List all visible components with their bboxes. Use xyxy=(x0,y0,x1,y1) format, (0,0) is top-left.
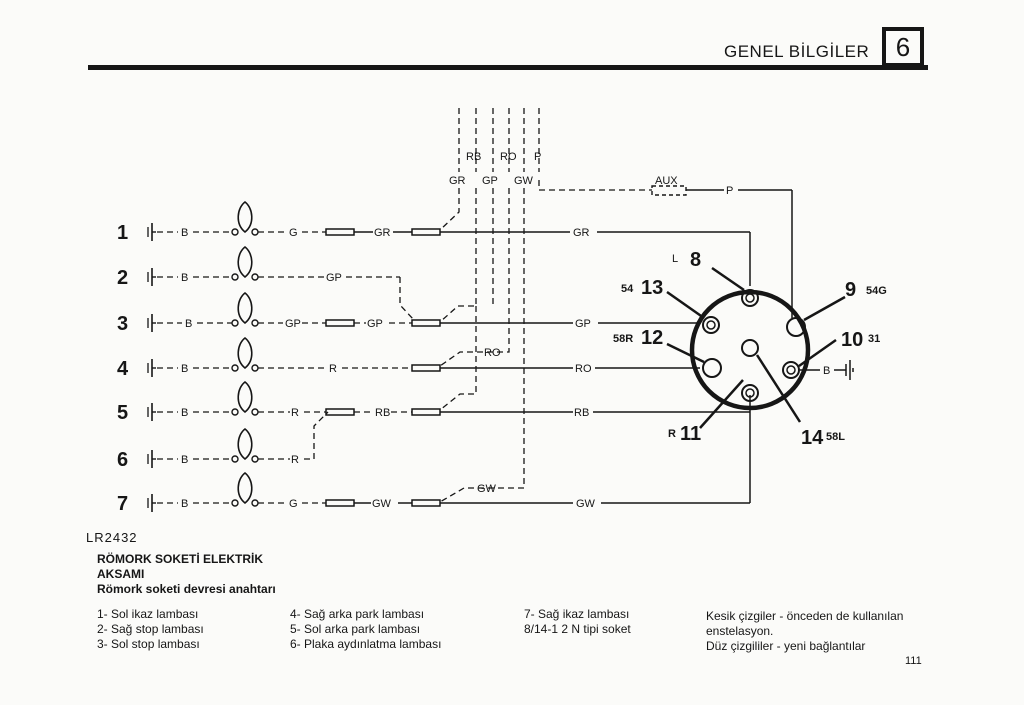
line-style-note: enstelasyon. xyxy=(706,624,774,638)
wire-label: GW xyxy=(576,498,596,510)
wire-label: GP xyxy=(367,318,383,330)
wire-label: GP xyxy=(326,272,342,284)
pin-code: 54 xyxy=(621,283,634,295)
pin-number: 12 xyxy=(641,327,663,349)
header-rule xyxy=(88,65,928,70)
legend-item: 8/14-1 2 N tipi soket xyxy=(524,622,631,636)
wire-label: RO xyxy=(575,363,592,375)
section-title: GENEL BİLGİLER xyxy=(724,42,870,61)
lamp-number-4: 4 xyxy=(117,358,129,380)
caption-subtitle: Römork soketi devresi anahtarı xyxy=(97,582,276,596)
wire-label: R xyxy=(329,363,337,375)
lamp-number-1: 1 xyxy=(117,222,128,244)
pin-code: 31 xyxy=(868,333,880,345)
lamps xyxy=(231,201,259,507)
pin-number: 13 xyxy=(641,277,663,299)
caption-title-line2: AKSAMI xyxy=(97,567,145,581)
chapter-number-box: 6 xyxy=(882,27,924,67)
legend-item: 3- Sol stop lambası xyxy=(97,637,200,651)
wire-label: RO xyxy=(500,151,517,163)
wire-label: P xyxy=(534,151,541,163)
ground-label: B xyxy=(181,407,188,419)
ground-label: B xyxy=(181,454,188,466)
new-wiring xyxy=(354,189,854,504)
pin-code: R xyxy=(668,428,676,440)
trailer-socket xyxy=(666,266,846,429)
ground-label: B xyxy=(181,227,188,239)
wire-label: GW xyxy=(514,175,534,187)
wire-label: GR xyxy=(374,227,391,239)
wire-label: RB xyxy=(466,151,481,163)
wire-label: B xyxy=(823,365,830,377)
lamp-number-6: 6 xyxy=(117,449,128,471)
line-style-note: Kesik çizgiler - önceden de kullanılan xyxy=(706,609,904,623)
lamp-number-3: 3 xyxy=(117,313,128,335)
wire-label: GR xyxy=(573,227,590,239)
pin-code: 58R xyxy=(613,333,633,345)
line-style-note: Düz çizgililer - yeni bağlantılar xyxy=(706,639,866,653)
wire-label: GP xyxy=(482,175,498,187)
ground-label: B xyxy=(181,272,188,284)
wire-label-aux: AUX xyxy=(655,175,678,187)
caption-title-line1: RÖMORK SOKETİ ELEKTRİK xyxy=(97,552,264,566)
wire-label: RB xyxy=(574,407,589,419)
ground-symbols xyxy=(147,222,157,513)
pin-code: 54G xyxy=(866,285,887,297)
ground-label: B xyxy=(185,318,192,330)
existing-wiring xyxy=(258,108,652,504)
wire-label: R xyxy=(291,407,299,419)
lamp-number-2: 2 xyxy=(117,267,128,289)
wire-label: GR xyxy=(449,175,466,187)
legend-item: 7- Sağ ikaz lambası xyxy=(524,607,630,621)
pin-number: 14 xyxy=(801,427,824,449)
wire-label: P xyxy=(726,185,733,197)
lamp-number-5: 5 xyxy=(117,402,128,424)
page-number: 111 xyxy=(905,655,922,667)
ground-label: B xyxy=(181,363,188,375)
wire-label: R xyxy=(291,454,299,466)
fuses xyxy=(325,185,687,507)
wire-label: GW xyxy=(477,483,497,495)
legend-item: 1- Sol ikaz lambası xyxy=(97,607,199,621)
legend-item: 6- Plaka aydınlatma lambası xyxy=(290,637,442,651)
wire-label: GP xyxy=(285,318,301,330)
wire-label: GW xyxy=(372,498,392,510)
wire-label: G xyxy=(289,498,298,510)
pin-number: 9 xyxy=(845,279,856,301)
figure-id: LR2432 xyxy=(86,530,138,545)
legend-item: 2- Sağ stop lambası xyxy=(97,622,204,636)
legend-item: 5- Sol arka park lambası xyxy=(290,622,421,636)
wire-label: G xyxy=(289,227,298,239)
pin-number: 11 xyxy=(680,423,701,445)
wire-label: GP xyxy=(575,318,591,330)
pin-number: 10 xyxy=(841,329,863,351)
lamp-number-7: 7 xyxy=(117,493,128,515)
legend-item: 4- Sağ arka park lambası xyxy=(290,607,425,621)
wire-label: RB xyxy=(375,407,390,419)
pin-code: L xyxy=(672,253,678,265)
pin-number: 8 xyxy=(690,249,701,271)
pin-code: 58L xyxy=(826,431,845,443)
ground-label: B xyxy=(181,498,188,510)
wire-label: RO xyxy=(484,347,501,359)
